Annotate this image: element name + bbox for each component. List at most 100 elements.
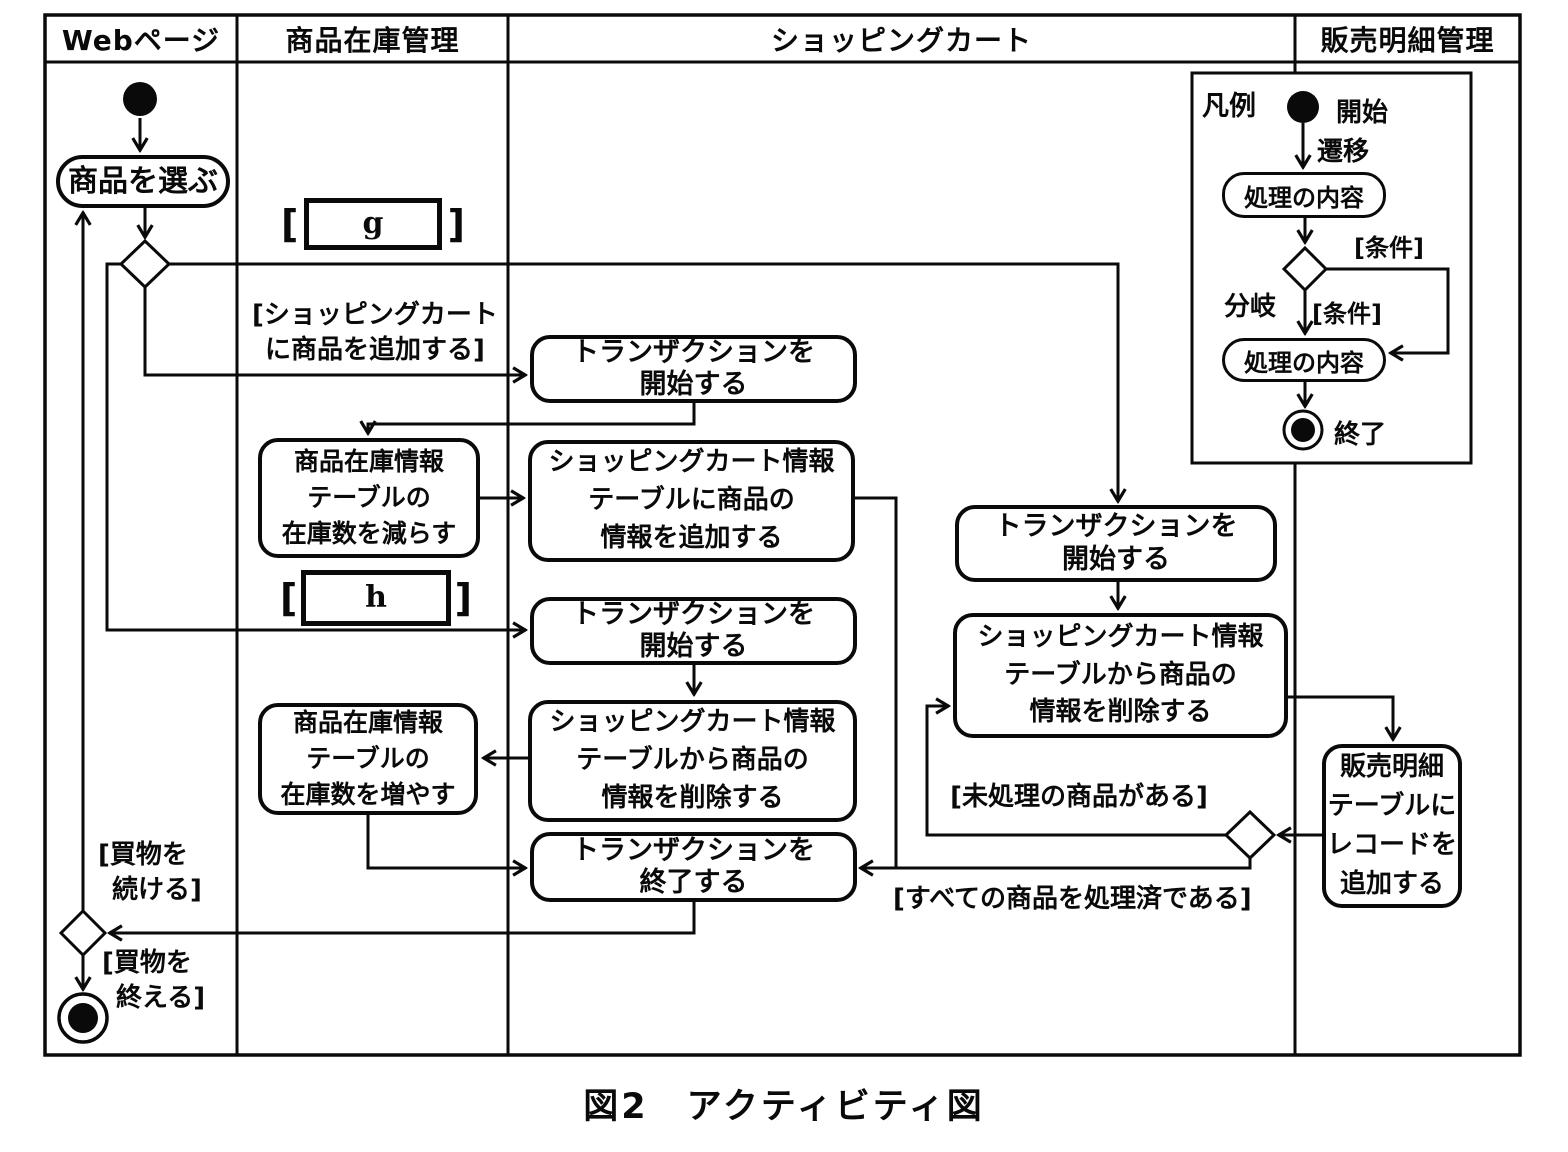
bracket-close: ] <box>447 201 465 246</box>
figure-caption: 図2 アクティビティ図 <box>0 1078 1568 1129</box>
lane-header-sales-label: 販売明細管理 <box>1320 23 1495 57</box>
legend-branch-label: 分岐 <box>1224 286 1276 323</box>
action-decrease-stock: 商品在庫情報 テーブルの 在庫数を減らす <box>258 438 480 558</box>
answer-blank-g: [ g ] <box>281 197 465 250</box>
guard-add-to-cart: [ショッピングカート に商品を追加する] <box>242 298 508 368</box>
legend-process-2: 処理の内容 <box>1222 338 1386 382</box>
action-increase-stock-line1: 商品在庫情報 <box>292 707 443 737</box>
action-cart-delete-item-right-line2: テーブルから商品の <box>1004 659 1237 690</box>
lane-header-web: Webページ <box>45 15 237 62</box>
action-cart-add-item: ショッピングカート情報 テーブルに商品の 情報を追加する <box>528 440 855 562</box>
legend-start-text: 開始 <box>1336 98 1389 128</box>
edge-add-cart-to-tx-start1 <box>143 287 524 375</box>
legend-end-text: 終了 <box>1334 420 1387 450</box>
legend-end-node-inner <box>1291 418 1315 442</box>
legend-decision <box>1281 245 1329 293</box>
guard-finish-shopping-line1: [買物を <box>102 948 192 978</box>
decision-1 <box>118 238 172 290</box>
guard-finish-shopping-line2: 終える] <box>116 983 206 1014</box>
action-cart-add-item-line1: ショッピングカート情報 <box>548 447 835 478</box>
edge-tx-start1-to-dec-stock <box>368 403 696 432</box>
legend-process-1: 処理の内容 <box>1222 172 1386 218</box>
legend-title: 凡例 <box>1202 84 1256 123</box>
action-increase-stock: 商品在庫情報 テーブルの 在庫数を増やす <box>258 703 478 815</box>
guard-continue-shopping: [買物を 続ける] <box>98 838 202 908</box>
guard-all-processed-label: [すべての商品を処理済である] <box>893 884 1252 914</box>
legend-title-label: 凡例 <box>1202 91 1256 122</box>
action-tx-start-1-line1: トランザクションを <box>572 336 815 368</box>
lane-header-inventory: 商品在庫管理 <box>237 15 508 62</box>
guard-all-processed: [すべての商品を処理済である] <box>893 882 1252 917</box>
guard-add-to-cart-line1: [ショッピングカート <box>252 300 498 330</box>
answer-box-g: g <box>304 197 442 250</box>
lane-header-cart-label: ショッピングカート <box>770 23 1032 57</box>
lane-header-sales: 販売明細管理 <box>1295 15 1520 62</box>
action-sales-add-record-line2: テーブルに <box>1327 791 1457 821</box>
edge-guard-g-to-tx-start3 <box>169 262 1118 500</box>
action-cart-add-item-line3: 情報を追加する <box>600 522 783 553</box>
answer-box-g-label: g <box>362 206 384 241</box>
action-cart-delete-item-right-line3: 情報を削除する <box>1029 697 1212 728</box>
action-increase-stock-line3: 在庫数を増やす <box>280 780 456 810</box>
edge-guard-h-to-tx-start2 <box>105 262 524 630</box>
bracket-close: ] <box>454 575 472 620</box>
answer-blank-h: [ h ] <box>280 569 472 626</box>
legend-process-1-label: 処理の内容 <box>1244 183 1364 212</box>
action-tx-end: トランザクションを 終了する <box>530 832 857 902</box>
action-cart-delete-item-left: ショッピングカート情報 テーブルから商品の 情報を削除する <box>528 700 857 822</box>
decision-3 <box>58 908 108 958</box>
bracket-open: [ <box>280 575 298 620</box>
action-decrease-stock-line1: 商品在庫情報 <box>293 446 444 476</box>
legend-process-2-label: 処理の内容 <box>1244 348 1364 377</box>
action-tx-end-line1: トランザクションを <box>572 834 815 866</box>
edge-inc-stock-to-tx-end <box>366 815 524 868</box>
action-tx-end-line2: 終了する <box>639 867 748 898</box>
guard-unprocessed: [未処理の商品がある] <box>938 780 1220 815</box>
action-tx-start-2-line2: 開始する <box>639 631 748 662</box>
end-node-inner <box>68 1003 98 1033</box>
action-cart-add-item-line2: テーブルに商品の <box>588 485 795 516</box>
action-cart-delete-item-right: ショッピングカート情報 テーブルから商品の 情報を削除する <box>953 613 1288 738</box>
action-tx-start-1-line2: 開始する <box>639 369 748 400</box>
bracket-open: [ <box>281 201 299 246</box>
legend-condition-2: [条件] <box>1312 294 1382 329</box>
action-cart-delete-item-left-line2: テーブルから商品の <box>576 745 809 776</box>
lane-header-web-label: Webページ <box>61 23 221 57</box>
guard-unprocessed-label: [未処理の商品がある] <box>950 782 1208 812</box>
legend-end-label: 終了 <box>1334 414 1386 451</box>
edge-cart-del-right-to-sales-add <box>1288 695 1393 738</box>
guard-add-to-cart-line2: に商品を追加する] <box>265 335 485 366</box>
edge-tx-end-to-decision3 <box>111 902 696 933</box>
action-decrease-stock-line2: テーブルの <box>307 482 431 512</box>
answer-box-h: h <box>301 569 451 626</box>
guard-finish-shopping: [買物を 終える] <box>102 946 205 1016</box>
action-tx-start-3-line2: 開始する <box>1062 543 1170 575</box>
action-cart-delete-item-left-line1: ショッピングカート情報 <box>549 707 836 738</box>
action-tx-start-1: トランザクションを 開始する <box>530 335 857 403</box>
edge-all-processed-to-tx-end <box>862 858 1252 868</box>
legend-start-label: 開始 <box>1336 92 1388 129</box>
diagram-border <box>43 13 1522 1057</box>
answer-box-h-label: h <box>365 580 387 615</box>
edge-cart-add-to-tx-end <box>855 496 898 868</box>
action-decrease-stock-line3: 在庫数を減らす <box>281 519 457 549</box>
action-sales-add-record-line3: レコードを <box>1326 830 1457 860</box>
action-tx-start-3-line1: トランザクションを <box>994 511 1238 543</box>
action-select-item-label: 商品を選ぶ <box>68 163 218 199</box>
legend-condition-2-label: [条件] <box>1312 300 1382 328</box>
legend-transition-text: 遷移 <box>1317 137 1370 167</box>
lane-header-inventory-label: 商品在庫管理 <box>285 23 460 57</box>
figure-caption-label: 図2 アクティビティ図 <box>583 1087 985 1127</box>
action-cart-delete-item-left-line3: 情報を削除する <box>601 782 784 813</box>
legend-edge-branch-right <box>1326 267 1450 353</box>
action-tx-start-3: トランザクションを 開始する <box>955 505 1277 582</box>
start-node <box>123 82 157 116</box>
action-sales-add-record-line4: 追加する <box>1339 869 1444 899</box>
legend-condition-1: [条件] <box>1354 228 1424 263</box>
lane-header-cart: ショッピングカート <box>508 15 1295 62</box>
legend-start-node <box>1287 91 1319 123</box>
action-sales-add-record-line1: 販売明細 <box>1339 752 1444 782</box>
legend-condition-1-label: [条件] <box>1354 234 1424 262</box>
